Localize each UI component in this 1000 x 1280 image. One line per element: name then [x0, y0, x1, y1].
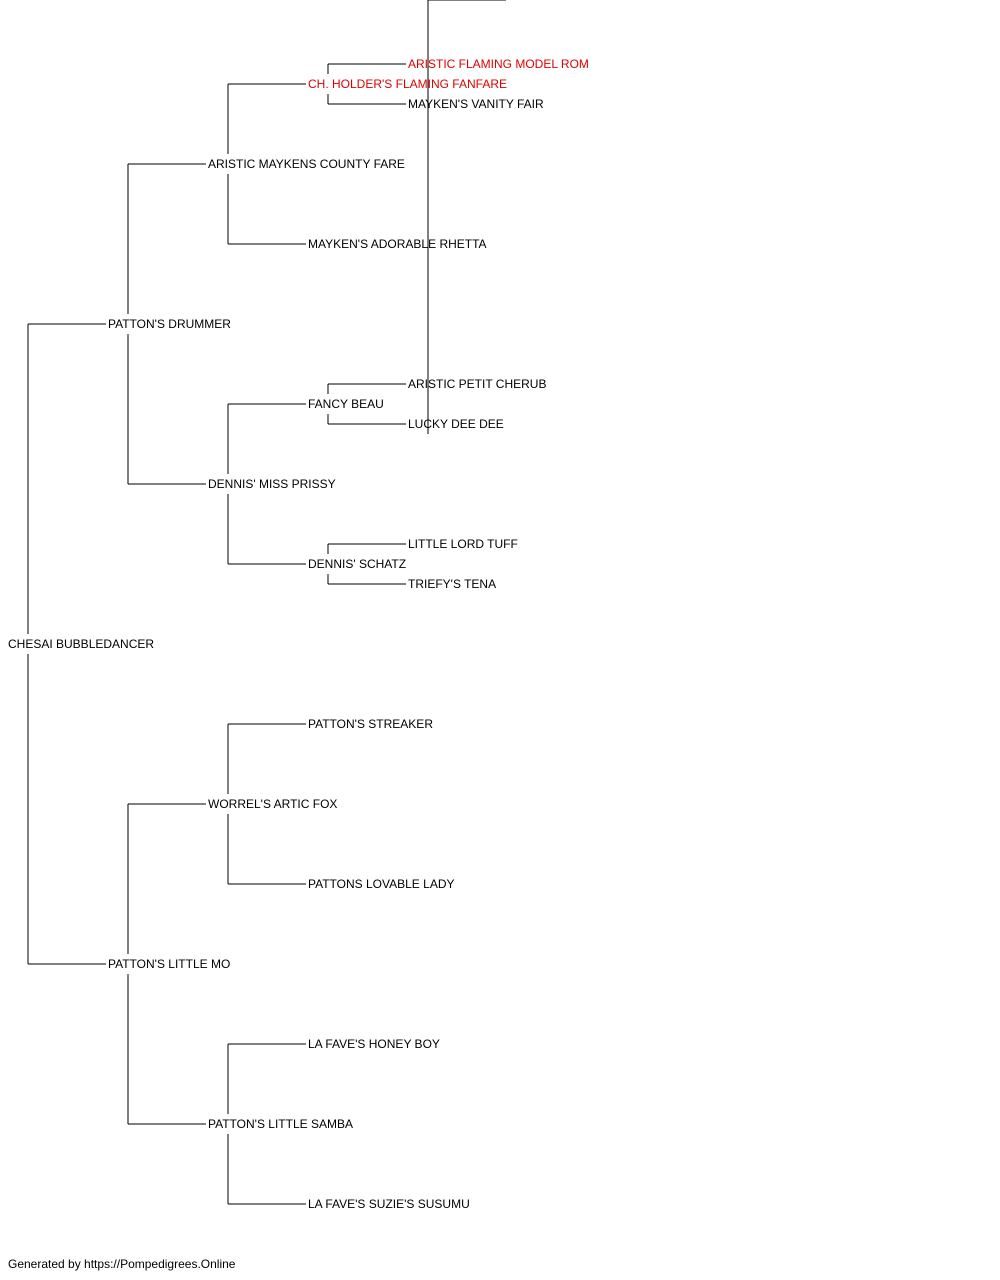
pedigree-name-root-d-s: WORREL'S ARTIC FOX [208, 797, 337, 811]
pedigree-name-root-s-s: ARISTIC MAYKENS COUNTY FARE [208, 157, 405, 171]
pedigree-name-root-s-d-d-s: LITTLE LORD TUFF [408, 537, 518, 551]
pedigree-name-root-s-d-s-d: LUCKY DEE DEE [408, 417, 504, 431]
pedigree-name-root-s-d-d: DENNIS' SCHATZ [308, 557, 406, 571]
pedigree-name-root-d-d-s: LA FAVE'S HONEY BOY [308, 1037, 440, 1051]
pedigree-name-root-s-s-s-d: MAYKEN'S VANITY FAIR [408, 97, 544, 111]
pedigree-name-root-s-s-s-s: ARISTIC FLAMING MODEL ROM [408, 57, 589, 71]
pedigree-name-root-s-s-d: MAYKEN'S ADORABLE RHETTA [308, 237, 487, 251]
pedigree-name-root-d-s-d: PATTONS LOVABLE LADY [308, 877, 455, 891]
pedigree-name-root-s-d-s-d-d: NELL'S CINDY ROSE [508, 0, 626, 3]
pedigree-name-root-d: PATTON'S LITTLE MO [108, 957, 230, 971]
pedigree-name-root-s-d-d-d: TRIEFY'S TENA [408, 577, 496, 591]
pedigree-name-root-d-s-s: PATTON'S STREAKER [308, 717, 433, 731]
pedigree-name-root-s-d-s-s: ARISTIC PETIT CHERUB [408, 377, 546, 391]
pedigree-name-root-s-s-s-s-s: AM. CH. ARISTIC FLAMING CHERUB ROM [508, 0, 745, 3]
pedigree-name-root-s-d-s: FANCY BEAU [308, 397, 384, 411]
pedigree-name-root-d-d: PATTON'S LITTLE SAMBA [208, 1117, 353, 1131]
pedigree-name-root-s-d: DENNIS' MISS PRISSY [208, 477, 336, 491]
footer-credit: Generated by https://Pompedigrees.Online [8, 1257, 236, 1271]
pedigree-name-root-d-d-d: LA FAVE'S SUZIE'S SUSUMU [308, 1197, 470, 1211]
pedigree-name-root-s-d-s-d-s: FUZZ BUZZ [508, 0, 573, 3]
pedigree-name-root: CHESAI BUBBLEDANCER [8, 637, 154, 651]
pedigree-name-root-s: PATTON'S DRUMMER [108, 317, 231, 331]
pedigree-name-root-s-s-s: CH. HOLDER'S FLAMING FANFARE [308, 77, 507, 91]
pedigree-name-root-s-s-s-s-d: ARISTIC MODEL OF PERFECTION [508, 0, 702, 3]
